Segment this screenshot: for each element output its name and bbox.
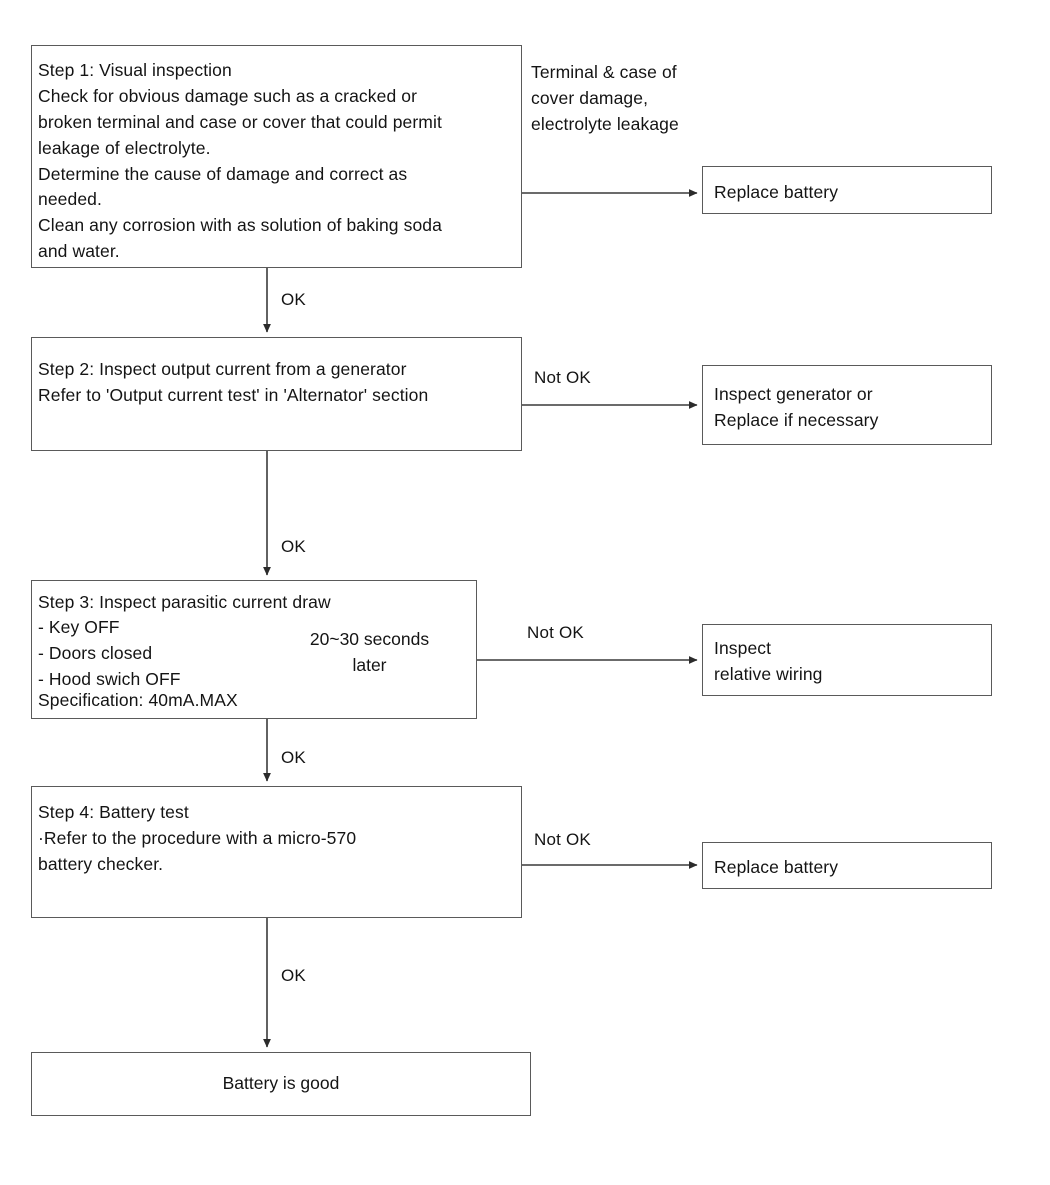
step-3-heading: Step 3: Inspect parasitic current draw	[38, 592, 331, 612]
step-4-text: Step 4: Battery test ·Refer to the proce…	[38, 802, 357, 874]
step-3-box[interactable]	[31, 580, 477, 719]
step-1-box[interactable]	[31, 45, 522, 268]
step-3-bracket-note: 20~30 seconds later	[309, 629, 430, 675]
replace-battery-1-text: Replace battery	[714, 182, 839, 202]
step-3-bullets: - Key OFF - Doors closed - Hood swich OF…	[38, 617, 181, 689]
edge-label-step3-ok: OK	[281, 748, 306, 767]
replace-battery-2-text: Replace battery	[714, 857, 839, 877]
step-1-text: Step 1: Visual inspection Check for obvi…	[38, 60, 442, 262]
replace-battery-1-box[interactable]	[702, 166, 992, 214]
edge-label-step3-notok: Not OK	[527, 623, 584, 642]
battery-good-box[interactable]	[31, 1052, 531, 1116]
step-4-box[interactable]	[31, 786, 522, 918]
edge-label-step1-ok: OK	[281, 290, 306, 309]
step-2-box[interactable]	[31, 337, 522, 451]
edge-label-step4-notok: Not OK	[534, 830, 591, 849]
step-2-text: Step 2: Inspect output current from a ge…	[38, 359, 429, 405]
terminal-damage-note: Terminal & case of cover damage, electro…	[531, 62, 679, 134]
inspect-generator-text: Inspect generator or Replace if necessar…	[714, 384, 879, 430]
inspect-wiring-box[interactable]	[702, 624, 992, 696]
battery-good-text: Battery is good	[222, 1073, 340, 1093]
inspect-wiring-text: Inspect relative wiring	[714, 638, 823, 684]
edge-label-step2-ok: OK	[281, 537, 306, 556]
edge-label-step2-notok: Not OK	[534, 368, 591, 387]
inspect-generator-box[interactable]	[702, 365, 992, 445]
step-3-spec: Specification: 40mA.MAX	[38, 690, 238, 710]
edge-label-step4-ok: OK	[281, 966, 306, 985]
replace-battery-2-box[interactable]	[702, 842, 992, 889]
